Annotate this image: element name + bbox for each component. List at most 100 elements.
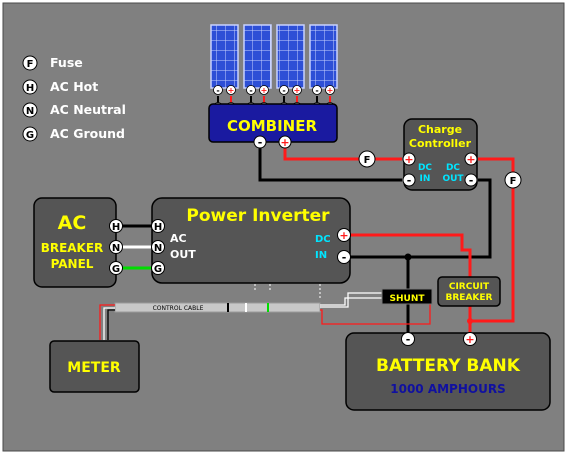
controller-out-neg-terminal: - bbox=[464, 173, 478, 187]
battery-bank: BATTERY BANK 1000 AMPHOURS - + bbox=[345, 332, 551, 411]
inverter-neutral-terminal: N bbox=[151, 240, 165, 254]
control-cable bbox=[114, 302, 321, 313]
panel-terminal: + bbox=[325, 85, 335, 95]
legend-ac-neutral-label: AC Neutral bbox=[50, 102, 126, 117]
wire-combiner-neg bbox=[258, 142, 402, 182]
svg-text:+: + bbox=[404, 153, 413, 166]
ac-breaker-panel: AC BREAKER PANEL H N G bbox=[33, 197, 123, 288]
combiner-label: COMBINER bbox=[227, 117, 318, 135]
legend-ac-neutral: N AC Neutral bbox=[22, 102, 126, 118]
panel-terminal: - bbox=[246, 85, 256, 95]
shunt: SHUNT bbox=[381, 288, 433, 305]
inverter-dc-in-label: DC bbox=[315, 234, 331, 245]
legend-fuse-symbol: F bbox=[27, 59, 34, 70]
wire-inverter-pos bbox=[350, 233, 472, 277]
svg-text:+: + bbox=[294, 86, 301, 95]
charge-controller-title: Charge bbox=[418, 123, 462, 136]
svg-text:+: + bbox=[465, 333, 474, 346]
svg-text:-: - bbox=[249, 86, 252, 95]
meter-label: METER bbox=[67, 360, 121, 376]
shunt-label: SHUNT bbox=[390, 294, 426, 304]
svg-text:N: N bbox=[154, 243, 162, 254]
svg-text:+: + bbox=[327, 86, 334, 95]
legend-ac-hot: H AC Hot bbox=[22, 79, 98, 95]
svg-text:PANEL: PANEL bbox=[51, 257, 94, 271]
panel-terminal: - bbox=[279, 85, 289, 95]
panel-terminal: - bbox=[213, 85, 223, 95]
svg-text:+: + bbox=[280, 136, 289, 149]
battery-bank-capacity: 1000 AMPHOURS bbox=[390, 382, 505, 396]
ac-panel-hot-terminal: H bbox=[109, 219, 123, 233]
svg-text:F: F bbox=[510, 176, 517, 187]
svg-text:H: H bbox=[112, 222, 120, 233]
ac-panel-ground-terminal: G bbox=[109, 261, 123, 275]
svg-text:BREAKER: BREAKER bbox=[446, 293, 493, 303]
panel-terminal: + bbox=[259, 85, 269, 95]
charge-controller-dc-in-label: DC bbox=[418, 163, 432, 173]
battery-neg-terminal: - bbox=[401, 332, 415, 346]
inverter-hot-terminal: H bbox=[151, 219, 165, 233]
svg-text:G: G bbox=[154, 264, 162, 275]
svg-text:+: + bbox=[466, 153, 475, 166]
inverter-pos-terminal: + bbox=[337, 228, 351, 242]
inverter-ground-terminal: G bbox=[151, 261, 165, 275]
ac-panel-label: BREAKER bbox=[41, 241, 104, 255]
panel-terminal: - bbox=[312, 85, 322, 95]
svg-text:G: G bbox=[112, 264, 120, 275]
control-cable-label: CONTROL CABLE bbox=[153, 305, 204, 312]
controller-in-pos-terminal: + bbox=[402, 152, 416, 166]
svg-text:IN: IN bbox=[315, 250, 327, 261]
fuse-battery-line: F bbox=[504, 171, 522, 189]
svg-text:-: - bbox=[315, 86, 318, 95]
meter: METER bbox=[49, 340, 140, 393]
charge-controller-dc-out-label: DC bbox=[446, 163, 460, 173]
charge-controller: Charge Controller DC IN DC OUT + - + - bbox=[402, 118, 478, 191]
combiner-neg-terminal: - bbox=[253, 135, 267, 149]
inverter-title: Power Inverter bbox=[186, 206, 330, 226]
legend-ac-ground-label: AC Ground bbox=[50, 126, 125, 141]
legend-ac-hot-label: AC Hot bbox=[50, 79, 98, 94]
svg-text:-: - bbox=[216, 86, 219, 95]
controller-out-pos-terminal: + bbox=[464, 152, 478, 166]
svg-text:IN: IN bbox=[420, 174, 431, 184]
legend-fuse-label: Fuse bbox=[50, 55, 83, 70]
circuit-breaker-label: CIRCUIT bbox=[449, 282, 490, 292]
svg-text:OUT: OUT bbox=[442, 174, 464, 184]
legend-ac-hot-symbol: H bbox=[26, 83, 34, 94]
ac-panel-title: AC bbox=[58, 212, 87, 234]
panel-terminal: + bbox=[292, 85, 302, 95]
legend-ac-ground: G AC Ground bbox=[22, 126, 125, 142]
junction-dot bbox=[467, 318, 473, 324]
power-inverter: Power Inverter AC OUT DC IN H N G + - bbox=[151, 197, 351, 284]
svg-text:-: - bbox=[342, 251, 347, 264]
svg-text:-: - bbox=[407, 174, 412, 187]
svg-text:F: F bbox=[364, 155, 371, 166]
svg-text:-: - bbox=[469, 174, 474, 187]
inverter-ac-out-label: AC bbox=[170, 232, 187, 245]
svg-text:OUT: OUT bbox=[170, 248, 196, 261]
svg-text:N: N bbox=[112, 243, 120, 254]
fuse-array-line: F bbox=[358, 150, 376, 168]
svg-text:-: - bbox=[406, 333, 411, 346]
ac-panel-neutral-terminal: N bbox=[109, 240, 123, 254]
solar-panel: -+-+ bbox=[210, 24, 239, 112]
junction-dot bbox=[404, 253, 412, 261]
legend-ac-ground-symbol: G bbox=[26, 130, 34, 141]
battery-pos-terminal: + bbox=[463, 332, 477, 346]
svg-text:-: - bbox=[282, 86, 285, 95]
wire-controller-out-neg bbox=[408, 178, 492, 259]
inverter-neg-terminal: - bbox=[337, 250, 351, 264]
svg-text:+: + bbox=[261, 86, 268, 95]
controller-in-neg-terminal: - bbox=[402, 173, 416, 187]
combiner-pos-terminal: + bbox=[278, 135, 292, 149]
battery-bank-title: BATTERY BANK bbox=[376, 356, 521, 376]
svg-text:-: - bbox=[258, 136, 263, 149]
panel-terminal: + bbox=[226, 85, 236, 95]
combiner-box: COMBINER - + bbox=[208, 103, 338, 149]
charge-controller-title-2: Controller bbox=[409, 137, 472, 150]
svg-text:+: + bbox=[228, 86, 235, 95]
legend-ac-neutral-symbol: N bbox=[26, 106, 34, 117]
legend: F Fuse H AC Hot N AC Neutral G AC Ground bbox=[22, 55, 126, 142]
